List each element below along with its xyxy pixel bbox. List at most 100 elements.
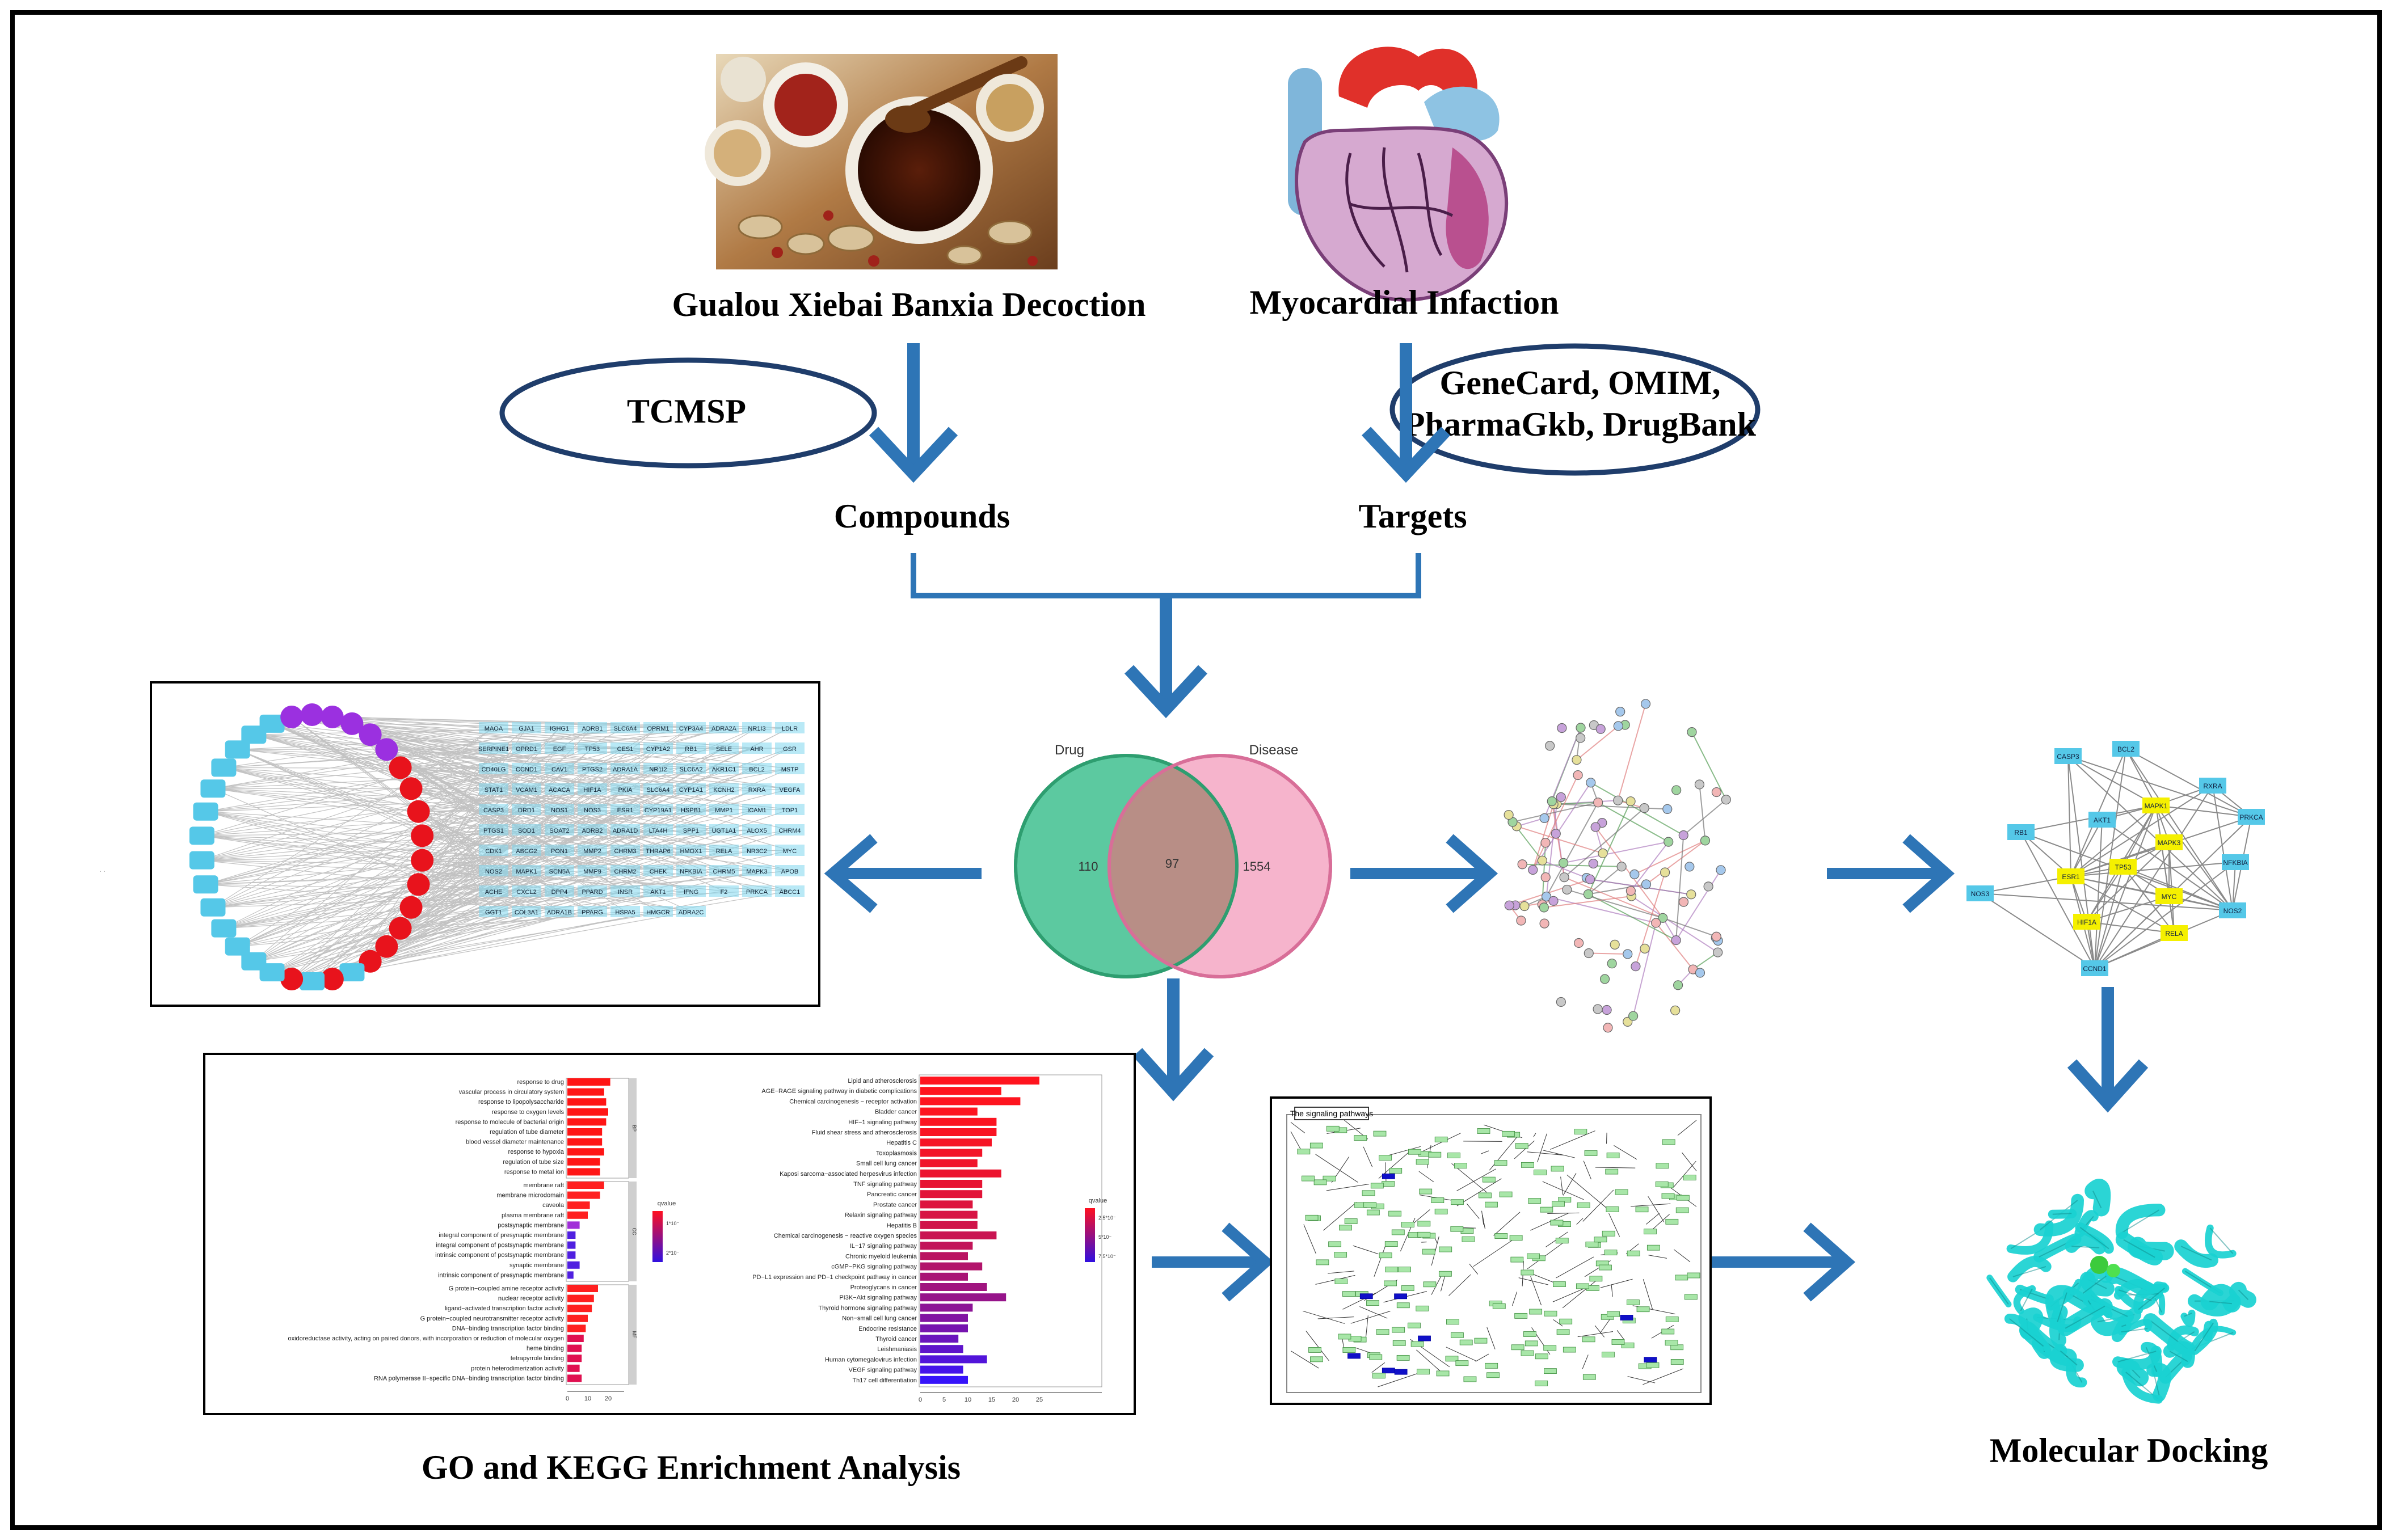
kegg-gene-box xyxy=(1439,1246,1452,1252)
kegg-axis-tick: 0 xyxy=(919,1396,922,1403)
go-bar xyxy=(567,1138,603,1146)
ppi-node xyxy=(1673,980,1683,990)
kegg-gene-box xyxy=(1385,1267,1399,1273)
network-target-node xyxy=(676,722,706,733)
ppi-node xyxy=(1639,803,1649,813)
network-compound-node xyxy=(339,963,365,982)
kegg-gene-box xyxy=(1431,1197,1445,1203)
ppi-node xyxy=(1629,869,1640,879)
network-target-node xyxy=(610,824,640,836)
network-target-node xyxy=(709,763,739,774)
kegg-bar xyxy=(920,1262,983,1271)
kegg-gene-box xyxy=(1687,1272,1700,1279)
hub-gene-node xyxy=(2088,812,2116,828)
ppi-node xyxy=(1684,862,1695,872)
network-target-node xyxy=(709,742,739,754)
hub-gene-node xyxy=(2109,859,2137,875)
kegg-gene-box xyxy=(1621,1342,1635,1348)
kegg-gene-box xyxy=(1683,1175,1696,1180)
kegg-bar xyxy=(920,1117,997,1126)
network-target-label: KCNH2 xyxy=(713,787,734,794)
network-target-node xyxy=(479,722,508,733)
ppi-node xyxy=(1695,968,1705,978)
network-target-label: PPARD xyxy=(582,889,603,896)
ppi-node xyxy=(1678,897,1689,907)
kegg-bar xyxy=(920,1376,968,1384)
network-target-label: MSTP xyxy=(781,766,799,773)
kegg-gene-box xyxy=(1446,1319,1459,1325)
network-target-label: CYP19A1 xyxy=(645,807,672,814)
target-db-label-line1: GeneCard, OMIM, xyxy=(1440,364,1721,402)
ppi-node xyxy=(1603,1023,1613,1033)
ppi-node xyxy=(1700,836,1711,846)
kegg-gene-box xyxy=(1392,1340,1406,1346)
kegg-term-label: Prostate cancer xyxy=(873,1201,917,1208)
go-bar xyxy=(567,1211,588,1219)
kegg-gene-box xyxy=(1316,1259,1329,1265)
ppi-node xyxy=(1556,792,1566,802)
kegg-bar xyxy=(920,1149,983,1157)
kegg-gene-box xyxy=(1676,1195,1690,1201)
network-target-label: AKR1C1 xyxy=(712,766,736,773)
kegg-gene-box xyxy=(1309,1356,1323,1362)
venn-overlap-count: 97 xyxy=(1165,857,1179,871)
network-target-label: CHEK xyxy=(650,868,667,875)
go-term-label: membrane microdomain xyxy=(496,1192,564,1199)
kegg-term-label: Toxoplasmosis xyxy=(876,1150,917,1157)
kegg-gene-box xyxy=(1398,1267,1411,1273)
network-target-node xyxy=(643,804,673,815)
network-compound-node xyxy=(321,706,344,729)
network-target-label: MYC xyxy=(783,848,797,855)
venn-diagram: Drug Disease 110 97 1554 xyxy=(1014,742,1332,978)
network-target-label: ESR1 xyxy=(617,807,634,814)
hub-gene-label: NOS3 xyxy=(1971,890,1990,898)
kegg-gene-box xyxy=(1328,1241,1342,1247)
network-target-node xyxy=(676,783,706,795)
kegg-gene-box xyxy=(1422,1248,1435,1255)
network-compound-node xyxy=(225,937,250,956)
kegg-gene-box xyxy=(1359,1293,1373,1299)
arrow-down-disease xyxy=(1361,343,1451,483)
ppi-node xyxy=(1616,862,1627,872)
network-target-node xyxy=(479,742,508,754)
go-bar xyxy=(567,1314,588,1322)
go-axis-tick: 0 xyxy=(566,1395,569,1402)
network-target-label: HIF1A xyxy=(583,787,601,794)
network-target-node xyxy=(545,865,574,876)
ppi-node xyxy=(1576,733,1586,743)
kegg-gene-box xyxy=(1611,1339,1625,1345)
kegg-term-label: PD−L1 expression and PD−1 checkpoint pat… xyxy=(752,1274,917,1281)
kegg-legend-tick: 2.5*10⁻ xyxy=(1098,1215,1116,1221)
kegg-bar xyxy=(920,1200,973,1209)
network-target-label: GJA1 xyxy=(519,725,534,732)
ppi-node xyxy=(1687,727,1697,737)
kegg-gene-box xyxy=(1529,1309,1543,1315)
kegg-gene-box xyxy=(1455,1360,1469,1366)
go-bar xyxy=(567,1128,603,1136)
ppi-node xyxy=(1517,859,1527,870)
arrow-right-docking-result xyxy=(1711,1222,1856,1302)
kegg-term-label: Non−small cell lung cancer xyxy=(842,1315,917,1322)
network-target-node xyxy=(676,804,706,815)
kegg-gene-box xyxy=(1384,1241,1398,1247)
kegg-term-label: PI3K−Akt signaling pathway xyxy=(839,1294,917,1301)
network-target-node xyxy=(512,804,541,815)
kegg-bar xyxy=(920,1180,983,1188)
kegg-gene-box xyxy=(1486,1372,1500,1378)
go-facet-label: BP xyxy=(631,1125,637,1132)
network-target-label: CHRM5 xyxy=(713,868,735,875)
kegg-gene-box xyxy=(1344,1218,1358,1224)
network-target-node xyxy=(512,845,541,856)
network-target-node xyxy=(709,824,739,836)
kegg-gene-box xyxy=(1525,1340,1538,1347)
kegg-gene-box xyxy=(1423,1281,1437,1288)
network-target-node xyxy=(479,804,508,815)
ppi-node xyxy=(1584,948,1594,959)
network-target-label: SCN5A xyxy=(549,868,570,875)
ppi-node xyxy=(1593,798,1603,808)
kegg-bar xyxy=(920,1252,968,1260)
kegg-bar xyxy=(920,1221,978,1229)
network-target-node xyxy=(578,824,607,836)
kegg-gene-box xyxy=(1604,1250,1618,1256)
kegg-gene-box xyxy=(1540,1206,1553,1213)
